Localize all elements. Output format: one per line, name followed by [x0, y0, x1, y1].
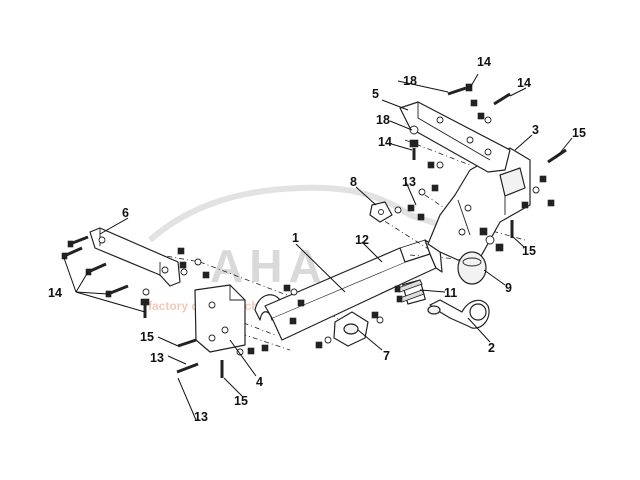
hardware-right	[479, 148, 567, 252]
part-3-right-bracket	[427, 147, 531, 261]
part-labels: 1 2 3 4 5 6 7 8 9 11 12 13 13 13 14 14 1…	[48, 55, 586, 424]
part-4-left-plate	[194, 284, 286, 353]
label-part-7: 7	[383, 349, 390, 363]
label-part-2: 2	[488, 341, 495, 355]
part-8-spacer	[369, 201, 393, 223]
label-part-13-lower: 13	[194, 410, 208, 424]
label-part-4: 4	[256, 375, 263, 389]
label-part-13-upper: 13	[402, 175, 416, 189]
label-part-14-right: 14	[517, 76, 531, 90]
label-part-11: 11	[444, 286, 457, 300]
label-part-18-top: 18	[403, 74, 417, 88]
part-6-left-bracket	[89, 227, 181, 287]
hardware-center-nuts	[283, 284, 384, 349]
hardware-left-bolts	[61, 235, 150, 318]
label-part-8: 8	[350, 175, 357, 189]
hardware-upper	[394, 83, 511, 221]
watermark-brand: AHA	[210, 240, 328, 292]
hardware-plate4-nuts	[176, 247, 269, 378]
leader-lines	[63, 73, 573, 421]
label-part-6: 6	[122, 206, 129, 220]
label-part-9: 9	[505, 281, 512, 295]
label-part-14-top: 14	[477, 55, 491, 69]
label-part-18-mid: 18	[376, 113, 390, 127]
label-part-1: 1	[292, 231, 299, 245]
label-part-14-mid: 14	[378, 135, 392, 149]
label-part-15-left: 15	[140, 330, 154, 344]
label-part-13-middle: 13	[150, 351, 164, 365]
label-part-14-left: 14	[48, 286, 62, 300]
label-part-15-right-bottom: 15	[522, 244, 536, 258]
label-part-12: 12	[355, 233, 369, 247]
label-part-3: 3	[532, 123, 539, 137]
part-7-center-plate	[333, 311, 369, 347]
label-part-5: 5	[372, 87, 379, 101]
label-part-15-right-top: 15	[572, 126, 586, 140]
part-2-tow-ball	[427, 299, 490, 329]
part-11-bolts	[394, 279, 425, 303]
part-9-ball-cap	[457, 251, 487, 285]
hardware	[61, 83, 567, 378]
part-5-upper-bracket	[399, 101, 511, 173]
label-part-15-bottom: 15	[234, 394, 248, 408]
